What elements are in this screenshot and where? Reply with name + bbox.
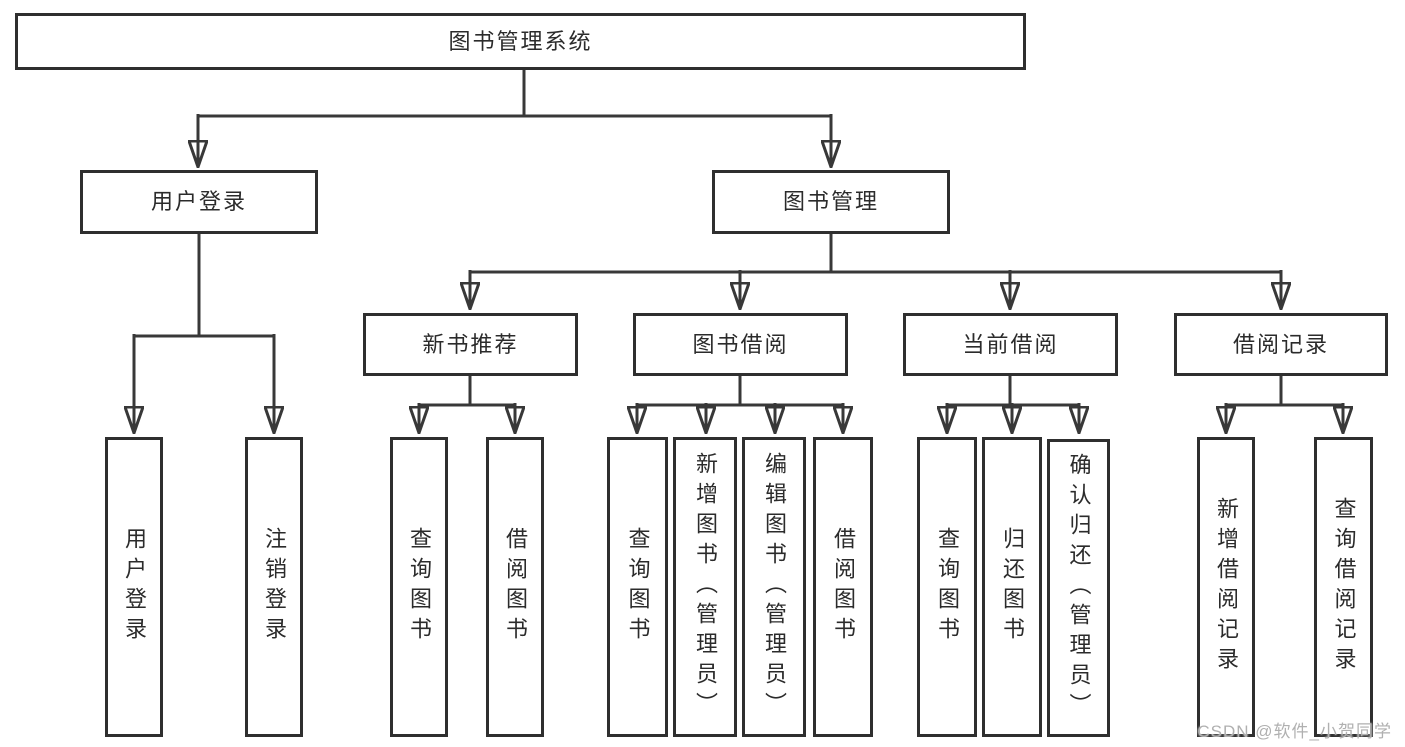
node-book-borrow: 图书借阅 xyxy=(633,313,848,376)
node-current-borrow-label: 当前借阅 xyxy=(962,331,1059,357)
node-new-book-recommend-label: 新书推荐 xyxy=(422,331,519,357)
connector-new-books-to-leaves xyxy=(419,376,515,430)
connector-management-to-modules xyxy=(470,234,1281,306)
connector-current-borrow-to-leaves xyxy=(947,376,1079,430)
node-user-login-label: 用户登录 xyxy=(150,189,247,214)
node-root-library-system: 图书管理系统 xyxy=(15,13,1026,70)
leaf-query-books-recommend-label: 查询图书 xyxy=(407,527,432,647)
connector-borrow-records-to-leaves xyxy=(1226,376,1343,430)
leaf-add-books-admin-label: 新增图书（管理员） xyxy=(693,452,718,722)
leaf-query-borrow-record-label: 查询借阅记录 xyxy=(1331,497,1357,677)
node-current-borrow: 当前借阅 xyxy=(903,313,1118,376)
node-book-management-label: 图书管理 xyxy=(782,189,879,214)
connector-root-to-branches xyxy=(198,70,831,164)
leaf-borrow-books: 借阅图书 xyxy=(813,437,873,737)
leaf-borrow-books-recommend: 借阅图书 xyxy=(486,437,544,737)
node-borrow-records-label: 借阅记录 xyxy=(1232,331,1329,357)
leaf-user-login-label: 用户登录 xyxy=(122,527,147,647)
leaf-return-books: 归还图书 xyxy=(982,437,1042,737)
leaf-user-login: 用户登录 xyxy=(105,437,163,737)
leaf-confirm-return-admin: 确认归还（管理员） xyxy=(1047,439,1110,737)
leaf-return-books-label: 归还图书 xyxy=(1000,527,1025,647)
node-book-management: 图书管理 xyxy=(712,170,950,234)
node-borrow-records: 借阅记录 xyxy=(1174,313,1388,376)
leaf-borrow-books-label: 借阅图书 xyxy=(831,527,856,647)
leaf-query-books-borrow-label: 查询图书 xyxy=(625,527,651,647)
leaf-query-books-current-label: 查询图书 xyxy=(935,527,960,647)
node-book-borrow-label: 图书借阅 xyxy=(692,331,789,357)
node-new-book-recommend: 新书推荐 xyxy=(363,313,578,376)
leaf-add-books-admin: 新增图书（管理员） xyxy=(673,437,737,737)
leaf-query-books-recommend: 查询图书 xyxy=(390,437,448,737)
leaf-edit-books-admin-label: 编辑图书（管理员） xyxy=(762,452,787,722)
node-user-login: 用户登录 xyxy=(80,170,318,234)
leaf-logout-label: 注销登录 xyxy=(262,527,287,647)
leaf-confirm-return-admin-label: 确认归还（管理员） xyxy=(1066,453,1092,723)
csdn-watermark: CSDN @软件_小贺同学 xyxy=(1197,722,1392,741)
leaf-add-borrow-record: 新增借阅记录 xyxy=(1197,437,1255,737)
connector-login-to-leaves xyxy=(134,234,274,430)
leaf-query-borrow-record: 查询借阅记录 xyxy=(1314,437,1373,737)
node-root-label: 图书管理系统 xyxy=(448,28,593,54)
leaf-borrow-books-recommend-label: 借阅图书 xyxy=(503,527,528,647)
leaf-query-books-current: 查询图书 xyxy=(917,437,977,737)
connector-book-borrow-to-leaves xyxy=(637,376,843,430)
leaf-add-borrow-record-label: 新增借阅记录 xyxy=(1214,497,1239,677)
leaf-edit-books-admin: 编辑图书（管理员） xyxy=(742,437,806,737)
leaf-logout: 注销登录 xyxy=(245,437,303,737)
leaf-query-books-borrow: 查询图书 xyxy=(607,437,668,737)
